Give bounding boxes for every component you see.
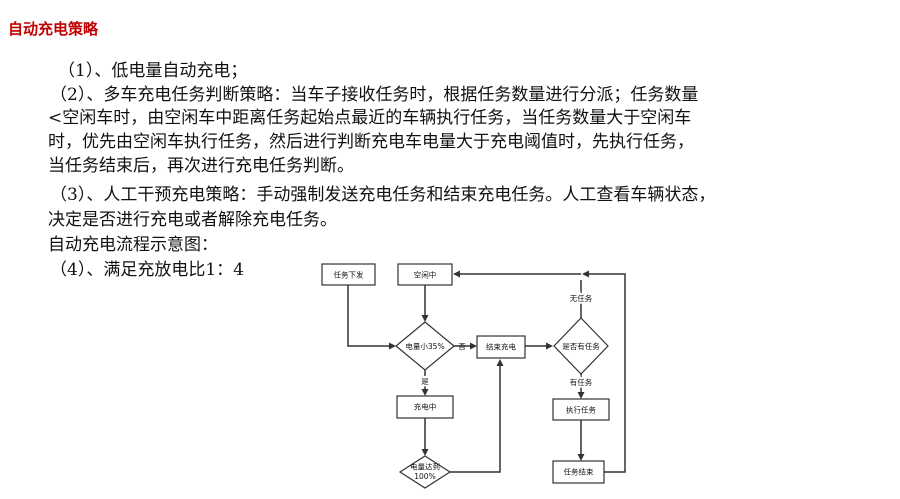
label-no-task: 无任务 xyxy=(570,293,593,303)
page-title: 自动充电策略 xyxy=(8,20,99,38)
node-task-end xyxy=(552,460,605,484)
text-line-4: 时，优先由空闲车执行任务，然后进行判断充电车电量大于充电阈值时，先执行任务， xyxy=(48,132,694,152)
text-line-7: 决定是否进行充电或者解除充电任务。 xyxy=(48,210,337,230)
node-task-dispatch-label: 任务下发 xyxy=(334,270,364,280)
node-idle-label: 空闲中 xyxy=(414,270,437,280)
node-idle xyxy=(397,263,453,286)
label-yes: 是 xyxy=(421,377,429,386)
node-task-dispatch xyxy=(321,263,376,286)
arrow-end-to-idle xyxy=(588,273,626,473)
arrow-full-to-endcharge xyxy=(450,366,501,473)
text-line-1: （1）、低电量自动充电； xyxy=(58,61,248,81)
node-battery-full-label-2: 100% xyxy=(414,472,435,481)
label-no: 否 xyxy=(458,342,466,351)
node-has-task xyxy=(553,317,609,375)
node-battery-check-label: 电量小35% xyxy=(405,341,444,351)
text-line-5: 当任务结束后，再次进行充电任务判断。 xyxy=(48,156,354,176)
node-battery-full xyxy=(398,455,452,489)
node-battery-full-label-1: 电量达到 xyxy=(410,462,440,472)
text-line-2: （2）、多车充电任务判断策略：当车子接收任务时，根据任务数量进行分派；任务数量 xyxy=(50,85,699,105)
text-line-8: 自动充电流程示意图： xyxy=(48,235,218,255)
node-end-charge-label: 结束充电 xyxy=(486,342,516,352)
node-end-charge xyxy=(476,335,526,359)
node-task-end-label: 任务结束 xyxy=(564,467,594,477)
arrow-dispatch-to-check xyxy=(347,285,390,347)
text-line-3: <空闲车时，由空闲车中距离任务起始点最近的车辆执行任务，当任务数量大于空闲车 xyxy=(48,108,692,128)
text-line-9: （4）、满足充放电比1：4 xyxy=(50,260,244,280)
node-execute-task xyxy=(552,398,610,421)
text-line-6: （3）、人工干预充电策略：手动强制发送充电任务和结束充电任务。人工查看车辆状态， xyxy=(50,185,716,205)
node-charging-label: 充电中 xyxy=(414,402,437,412)
node-has-task-label: 是否有任务 xyxy=(562,341,600,351)
node-charging xyxy=(396,395,454,419)
node-execute-task-label: 执行任务 xyxy=(566,405,596,415)
label-has-task: 有任务 xyxy=(570,377,593,387)
node-battery-check xyxy=(395,321,455,371)
